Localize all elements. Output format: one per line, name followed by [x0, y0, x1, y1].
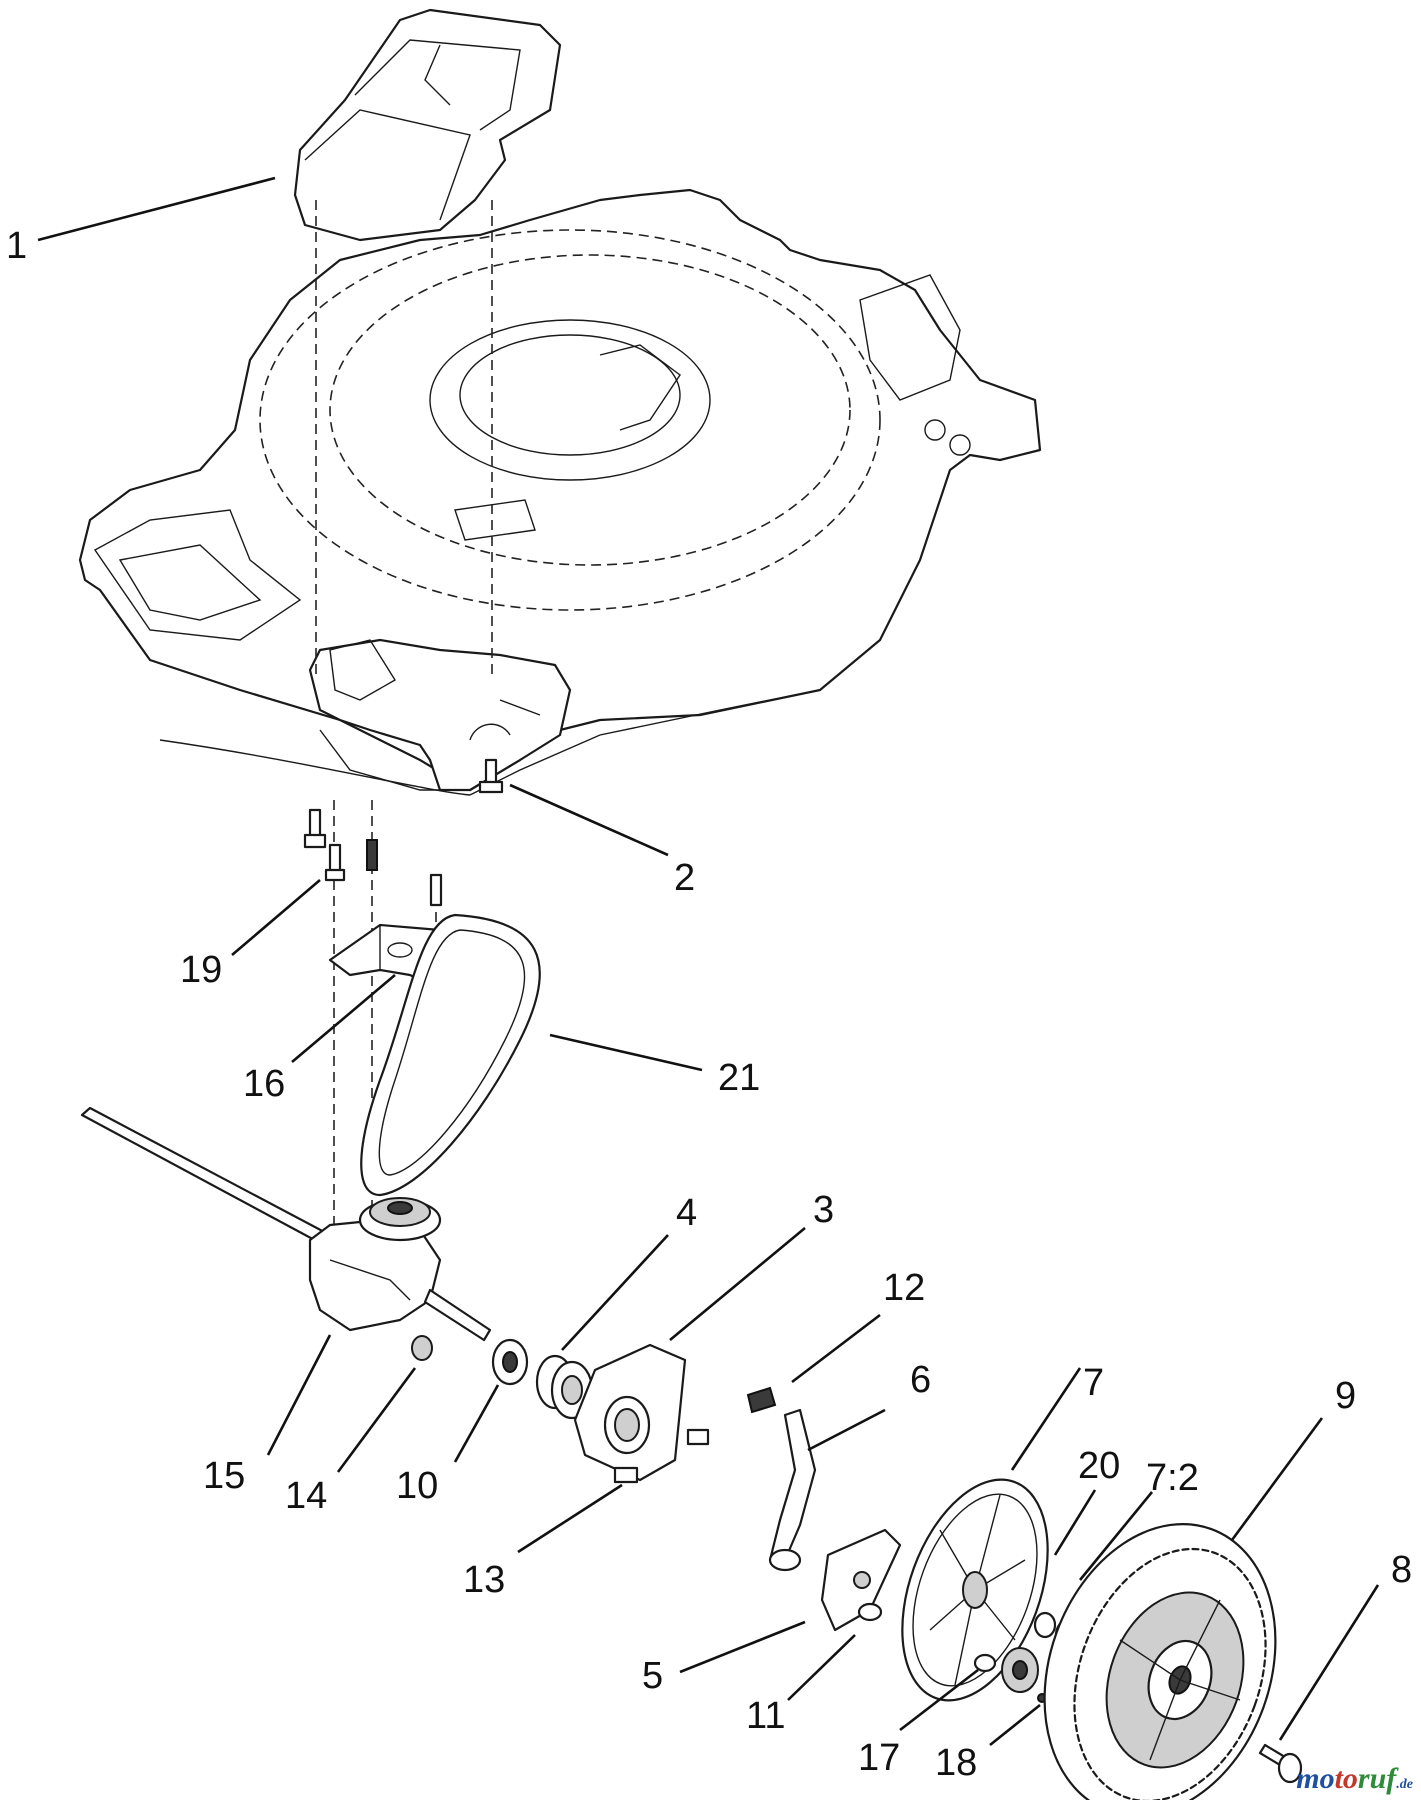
- bolts-part-13: [613, 1428, 710, 1484]
- callout-labels: 1 2 3 4 5 6 7 7:2 8 9 10 11 12 13 14 15 …: [6, 225, 1412, 1784]
- bolt-part-2: [478, 758, 504, 794]
- callout-16: 16: [243, 1063, 285, 1105]
- callout-10: 10: [396, 1465, 438, 1507]
- plate-part-3: [573, 1343, 687, 1482]
- callout-7: 7: [1083, 1362, 1104, 1404]
- callout-15: 15: [203, 1455, 245, 1497]
- callout-3: 3: [813, 1189, 834, 1231]
- callout-8: 8: [1391, 1549, 1412, 1591]
- callout-9: 9: [1335, 1375, 1356, 1417]
- cover-part-1: [293, 8, 562, 242]
- gear-disc-part-7: [901, 1478, 1049, 1702]
- ring-part-11: [857, 1602, 883, 1622]
- callout-2: 2: [674, 857, 695, 899]
- lever-part-6: [768, 1408, 817, 1572]
- clip-part-12: [746, 1386, 777, 1414]
- callout-7-2: 7:2: [1146, 1457, 1199, 1499]
- wheel-part-9: [1043, 1523, 1277, 1800]
- callout-17: 17: [858, 1737, 900, 1779]
- callout-6: 6: [910, 1359, 931, 1401]
- watermark-logo: motoruf.de: [1296, 1762, 1413, 1795]
- screws-part-19: [303, 808, 443, 907]
- belt-part-21: [360, 913, 541, 1197]
- nut-part-14: [411, 1335, 433, 1361]
- washer-part-20: [1033, 1611, 1057, 1639]
- washer-part-17: [973, 1653, 997, 1673]
- callout-20: 20: [1078, 1445, 1120, 1487]
- callout-21: 21: [718, 1057, 760, 1099]
- callout-19: 19: [180, 949, 222, 991]
- callout-11: 11: [746, 1695, 785, 1737]
- callout-1: 1: [6, 225, 27, 267]
- washer-part-10: [491, 1338, 529, 1386]
- callout-13: 13: [463, 1559, 505, 1601]
- mower-deck: [78, 188, 1042, 796]
- bolt-part-8: [1258, 1743, 1303, 1784]
- callout-5: 5: [642, 1655, 663, 1697]
- callout-18: 18: [935, 1742, 977, 1784]
- pinion-part-18: [1001, 1647, 1047, 1703]
- transmission-part-15: [80, 1106, 492, 1342]
- callout-4: 4: [676, 1192, 697, 1234]
- callout-14: 14: [285, 1475, 327, 1517]
- bracket-part-5: [820, 1528, 902, 1632]
- callout-12: 12: [883, 1267, 925, 1309]
- leader-lines: [37, 176, 1380, 1747]
